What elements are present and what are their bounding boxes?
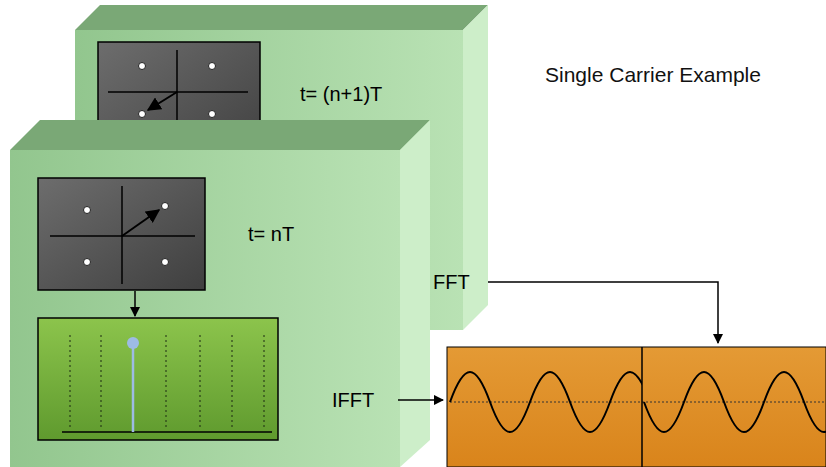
slab-side: [400, 120, 430, 467]
symbol-vector: [148, 92, 177, 110]
axis-line: [108, 91, 248, 93]
constellation-point: [139, 63, 146, 70]
constellation-panel: [38, 178, 205, 290]
constellation-point: [162, 203, 169, 210]
sine-wave: [450, 372, 642, 432]
waveform-panel: [447, 347, 826, 467]
slab-top: [75, 5, 488, 30]
zero-line: [450, 402, 826, 403]
symbol-slab: t= nT IFFT: [10, 150, 430, 465]
spectrum-panel: [38, 318, 278, 440]
flow-arrow: [134, 291, 136, 316]
subcarrier-grid: [70, 335, 264, 430]
flow-arrow: [488, 282, 718, 343]
constellation-point: [139, 111, 146, 118]
transform-label: FFT: [433, 270, 470, 294]
symbol-slab: t= (n+1)T FFT: [75, 30, 490, 330]
transform-label: IFFT: [332, 388, 374, 412]
carrier-dot: [127, 337, 139, 349]
constellation-point: [84, 259, 91, 266]
constellation-point: [84, 207, 91, 214]
symbol-boundary: [641, 347, 643, 467]
flow-arrow: [398, 399, 443, 401]
slab-face: [10, 150, 400, 467]
time-label: t= nT: [248, 222, 294, 246]
carrier-stem: [132, 348, 135, 432]
slab-top: [10, 120, 430, 150]
time-label: t= (n+1)T: [300, 82, 382, 106]
frequency-axis: [62, 431, 272, 433]
sine-wave: [644, 372, 826, 432]
symbol-vector: [122, 210, 159, 236]
diagram-caption: Single Carrier Example: [545, 62, 761, 87]
constellation-point: [209, 63, 216, 70]
constellation-point: [209, 111, 216, 118]
constellation-point: [162, 259, 169, 266]
